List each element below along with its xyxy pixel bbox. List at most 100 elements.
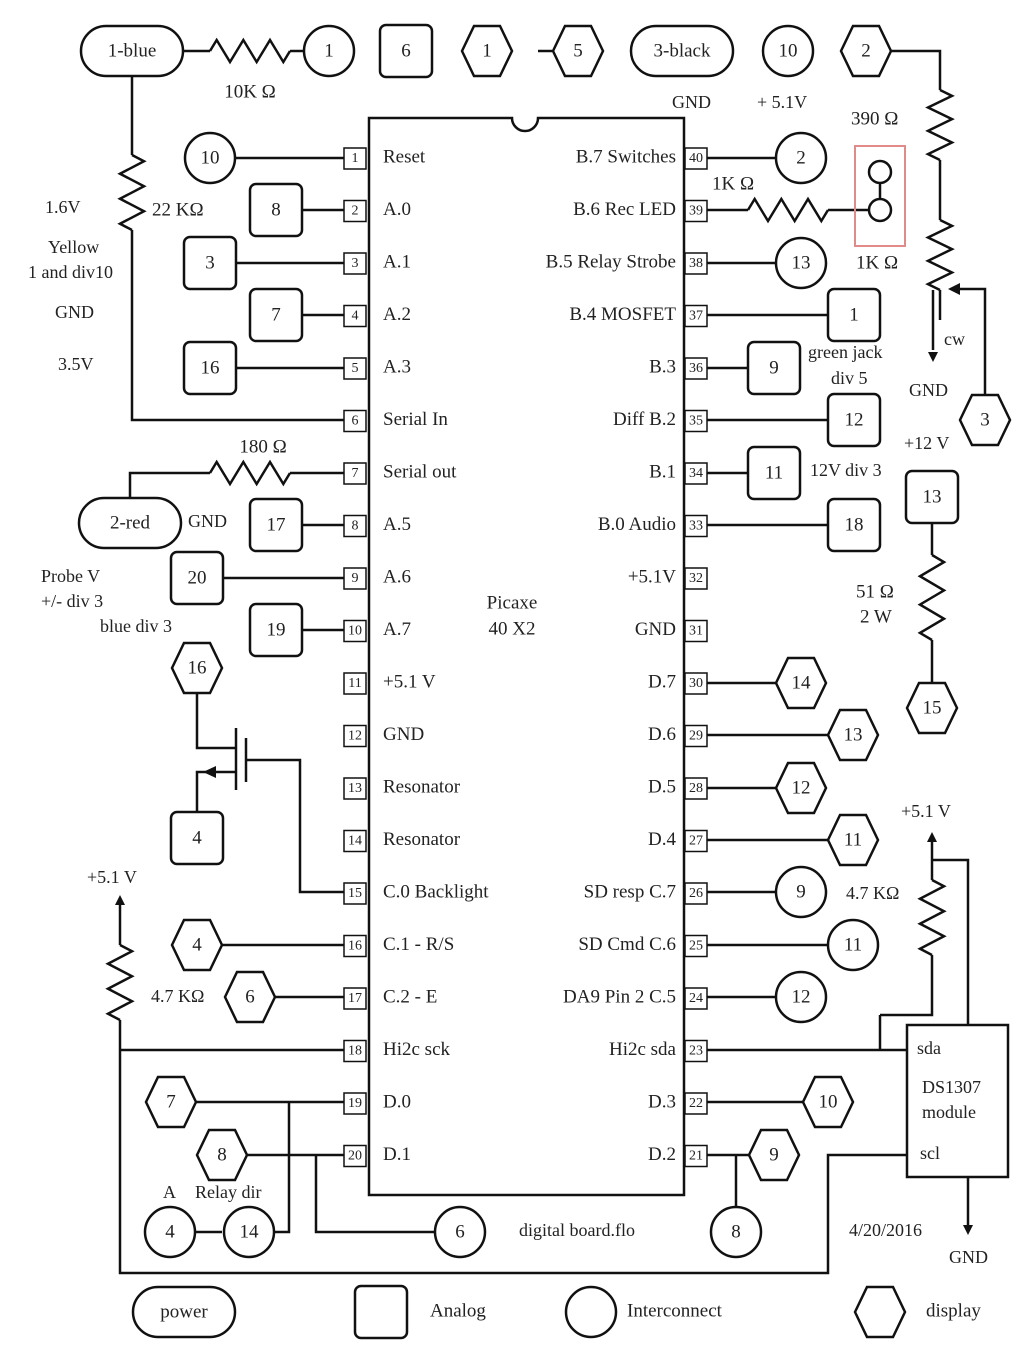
left-pin-label: C.1 - R/S	[383, 934, 454, 955]
legend-display-label: display	[926, 1300, 981, 1321]
node-analog-4-box	[169, 810, 225, 866]
right-pin-number: 29	[689, 729, 703, 744]
left-pin-label: A.2	[383, 304, 411, 325]
right-pin-box	[684, 1039, 708, 1063]
node-interconnect-10-label: 10	[201, 147, 220, 168]
left-pin-label: D.0	[383, 1091, 411, 1112]
left-pin-number: 8	[352, 519, 359, 534]
left-pin-box	[343, 1039, 367, 1063]
left-pin-number: 20	[348, 1149, 362, 1164]
node-analog-17-label: 17	[267, 514, 286, 535]
node-1-blue-pill	[79, 24, 185, 78]
node-interconnect-10-top-label: 10	[779, 40, 798, 61]
right-pin-label: SD Cmd C.6	[578, 934, 676, 955]
label-gnd-pot: GND	[909, 380, 948, 400]
right-pin-number: 23	[689, 1044, 703, 1059]
mosfet-arrow	[203, 766, 216, 778]
left-pin-box	[343, 567, 367, 590]
node-analog-20-box	[169, 550, 225, 606]
resistor-22k	[117, 153, 147, 232]
node-analog-8-label: 8	[271, 199, 281, 220]
left-pin-box	[343, 724, 367, 748]
right-pin-label: D.3	[648, 1091, 676, 1112]
right-pin-box	[684, 199, 708, 223]
node-display-7: 7	[144, 1075, 198, 1129]
node-display-1-hexagon	[460, 24, 514, 78]
left-pin-box	[343, 462, 367, 485]
right-pin-label: B.1	[649, 461, 676, 482]
node-display-2-hexagon	[839, 24, 893, 78]
node-display-1-label: 1	[482, 40, 492, 61]
node-analog-13-label: 13	[923, 486, 942, 507]
right-pin-label: Hi2c sda	[609, 1039, 677, 1060]
legend-power-shape-pill	[131, 1285, 237, 1339]
label-gnd-top: GND	[672, 92, 711, 112]
node-analog-9: 9	[746, 340, 802, 396]
legend-interconnect-shape-circle	[564, 1285, 618, 1339]
left-pin-number: 15	[348, 886, 362, 901]
right-pin-box	[684, 1092, 708, 1115]
right-pin-number: 35	[689, 414, 703, 429]
right-pin-label: D.2	[648, 1144, 676, 1165]
node-analog-8: 8	[248, 182, 304, 238]
node-interconnect-9-label: 9	[796, 881, 806, 902]
node-1-blue: 1-blue	[79, 24, 185, 78]
node-interconnect-13: 13	[774, 236, 828, 290]
node-interconnect-10-top: 10	[761, 24, 815, 78]
node-analog-20-label: 20	[188, 567, 207, 588]
node-display-13-label: 13	[844, 724, 863, 745]
node-2-red: 2-red	[77, 496, 183, 550]
node-interconnect-9-circle	[774, 865, 828, 919]
label-relay-dir: Relay dir	[195, 1182, 261, 1202]
left-pin-number: 12	[348, 729, 362, 744]
right-pin-label: B.5 Relay Strobe	[546, 251, 676, 272]
left-pin-box	[343, 357, 367, 380]
node-analog-16-label: 16	[201, 357, 220, 378]
right-pin-box	[684, 514, 708, 538]
node-display-9: 9	[747, 1128, 801, 1182]
node-interconnect-1-circle	[302, 24, 356, 78]
node-analog-19-label: 19	[267, 619, 286, 640]
left-pin-box	[343, 829, 367, 853]
right-pin-number: 27	[689, 834, 703, 849]
legend-interconnect-label: Interconnect	[627, 1300, 723, 1321]
wires	[105, 37, 1010, 1275]
label-1k-led: 1K Ω	[712, 173, 754, 194]
node-display-7-label: 7	[166, 1091, 176, 1112]
right-pin-box	[684, 462, 708, 485]
node-display-5-hexagon	[551, 24, 605, 78]
label-51v-left: +5.1 V	[87, 867, 137, 887]
node-analog-7-box	[248, 287, 304, 343]
node-analog-13-box	[904, 469, 960, 525]
left-pin-label: C.0 Backlight	[383, 881, 489, 902]
legend-analog-shape-box	[353, 1284, 409, 1340]
label-green-jack-sub: div 5	[831, 368, 868, 388]
arrow-pot-gnd	[928, 352, 938, 362]
right-pin-box	[684, 567, 708, 590]
label-1-6v: 1.6V	[45, 197, 81, 217]
left-pin-box	[343, 619, 367, 643]
resistor-47k-left	[105, 943, 135, 1022]
left-pin-number: 7	[352, 466, 359, 481]
right-pin-label: B.4 MOSFET	[569, 304, 676, 325]
node-interconnect-8-circle	[709, 1205, 763, 1259]
resistor-1k-pot	[925, 218, 955, 292]
node-interconnect-12: 12	[774, 970, 828, 1024]
left-pin-box	[343, 304, 367, 328]
right-pin-box	[684, 304, 708, 328]
node-display-7-hexagon	[144, 1075, 198, 1129]
label-yellow-sub: 1 and div10	[28, 262, 113, 282]
node-display-3: 3	[958, 393, 1012, 447]
node-display-12: 12	[774, 761, 828, 815]
node-interconnect-14-label: 14	[240, 1221, 260, 1242]
wire-wiper-3	[960, 287, 987, 395]
wire-mosfet-drain	[195, 694, 236, 750]
right-pin-number: 33	[689, 519, 703, 534]
right-pin-box	[684, 409, 708, 433]
resistor-1k-led	[746, 196, 830, 224]
node-interconnect-13-label: 13	[792, 252, 811, 273]
left-pin-number: 14	[348, 834, 362, 849]
left-pin-number: 4	[352, 309, 359, 324]
left-pin-label: A.0	[383, 199, 411, 220]
node-analog-17-box	[248, 497, 304, 553]
